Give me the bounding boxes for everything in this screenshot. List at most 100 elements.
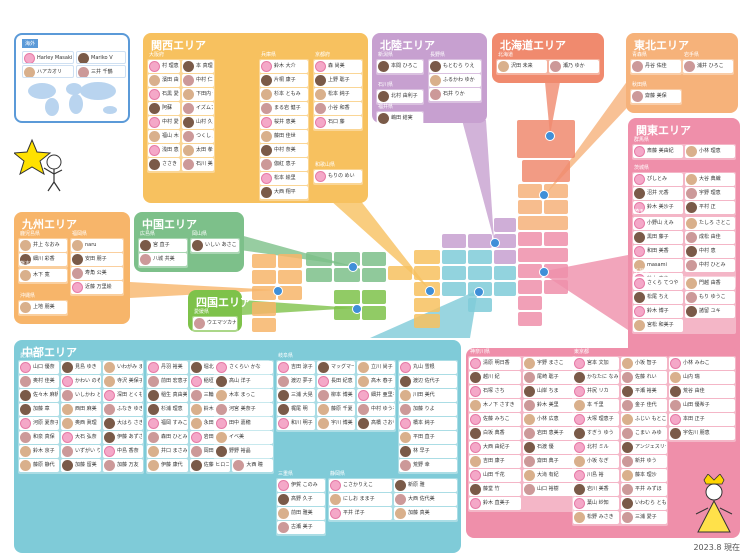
member-card[interactable]: 古瀬 美子 (277, 521, 325, 534)
member-card[interactable]: ささき さよ (148, 158, 180, 171)
member-card[interactable]: 小野山 えみ (633, 217, 683, 230)
member-card[interactable]: 佐藤 ヒロコ (189, 459, 231, 472)
member-card[interactable]: 松尾 ちえ (633, 291, 683, 304)
member-card[interactable]: 小坂 なぎ (573, 455, 619, 468)
member-card[interactable]: 桜井 恵美 (260, 116, 308, 129)
member-card[interactable]: 藤原 千夏 (317, 403, 355, 416)
member-card[interactable]: 深田 とくも (103, 389, 143, 402)
member-card[interactable]: 高木 春子 (357, 375, 395, 388)
member-card[interactable]: 岩田 恵美子 (523, 427, 575, 440)
member-card[interactable]: 木下 寛 (19, 269, 67, 282)
member-card[interactable]: 平村 正 (685, 201, 735, 214)
member-card[interactable]: 伊賀 このみ (277, 479, 325, 492)
member-card[interactable]: 宮本 文加 (573, 357, 619, 370)
member-card[interactable]: 松本 純子 (314, 88, 362, 101)
member-card[interactable]: 安田 朋子 (71, 253, 123, 266)
member-card[interactable]: たしろ さとこ (685, 217, 735, 230)
member-card[interactable]: かなたに なみ (573, 371, 619, 384)
member-card[interactable]: 木ノ下 さすき (469, 399, 521, 412)
member-card[interactable]: 平井 みずほ (621, 483, 667, 496)
member-card[interactable]: 藤本 理沙 (621, 469, 667, 482)
member-card[interactable]: 宇野 まさこ (523, 357, 575, 370)
member-card[interactable]: ふなき ゆき (103, 403, 143, 416)
member-card[interactable]: 山口 優奈 (19, 361, 59, 374)
member-card[interactable]: 鈴木 美里 (523, 399, 575, 412)
member-card[interactable]: 柳本 博美 (317, 389, 355, 402)
member-card[interactable]: 梶尾 明 (277, 403, 315, 416)
member-card[interactable]: 清原 明日香 (469, 357, 521, 370)
member-card[interactable]: 北村 ミル (573, 441, 619, 454)
member-card[interactable]: 宇野 理恵 (685, 187, 735, 200)
member-card[interactable]: Mariko V (76, 51, 126, 64)
member-card[interactable]: 山内 瑞 (669, 371, 735, 384)
member-card[interactable]: ふるかわ ゆか (429, 74, 481, 87)
member-card[interactable]: もりの めい (314, 170, 362, 183)
member-card[interactable]: 寿角 公美 (71, 267, 123, 280)
member-card[interactable]: 加藤 章 (19, 403, 59, 416)
member-card[interactable]: まる岩 健子 (260, 102, 308, 115)
member-card[interactable]: 奥西 眞理 (61, 417, 101, 430)
member-card[interactable]: 三浦 愛子 (621, 511, 667, 524)
member-card[interactable]: 荒谷 由佳 (669, 385, 735, 398)
member-card[interactable]: 福岡 すみこ (147, 417, 188, 430)
member-card[interactable]: 藤堂 竹 (469, 483, 521, 496)
member-card[interactable]: 加藤 留美 (61, 459, 101, 472)
member-card[interactable]: 岩川 美香 (573, 483, 619, 496)
member-card[interactable]: 大塚 理恵子 (573, 413, 619, 426)
member-card[interactable]: masami (633, 259, 683, 272)
member-card[interactable]: 宮 直子 (139, 239, 187, 252)
member-card[interactable]: 白坂 典香 (469, 427, 521, 440)
member-card[interactable]: 本 真理子 (182, 60, 214, 73)
member-card[interactable]: 上野 聡子 (314, 74, 362, 87)
member-card[interactable]: 大滝 有紀 (523, 469, 575, 482)
member-card[interactable]: 石井 りか (429, 88, 481, 101)
member-card[interactable]: 山田 優希子 (669, 399, 735, 412)
member-card[interactable]: 村 理恵 (148, 60, 180, 73)
member-card[interactable]: 木本 まっこ (215, 389, 269, 402)
member-card[interactable]: アンジェスリー (621, 441, 667, 454)
member-card[interactable]: 小林 みわこ (669, 357, 735, 370)
member-card[interactable]: さくらい かな (215, 361, 269, 374)
member-card[interactable]: 齋田 典子 (523, 455, 575, 468)
member-card[interactable]: 奥村 佳美 (19, 375, 59, 388)
member-card[interactable]: 杉本 ともみ (260, 88, 308, 101)
member-card[interactable]: 高山 洋子 (215, 375, 269, 388)
member-card[interactable]: 尾崎 聡子 (523, 371, 575, 384)
member-card[interactable]: 吉田 康子 (469, 455, 521, 468)
member-card[interactable]: 下田内 優子 (182, 88, 214, 101)
member-card[interactable]: ウエマツカナミ (193, 317, 237, 330)
member-card[interactable]: 河宮 美奈子 (215, 403, 269, 416)
member-card[interactable]: 前田 宏恵子 (147, 375, 188, 388)
member-card[interactable]: 河原 夏奈子 (19, 417, 59, 430)
member-card[interactable]: 高野 久子 (277, 493, 325, 506)
member-card[interactable]: さくら てつや (633, 277, 683, 290)
member-card[interactable]: 黒田 藤子 (633, 231, 683, 244)
member-card[interactable]: 藤田 佳世 (260, 130, 308, 143)
member-card[interactable]: 渡辺 夢子 (277, 375, 315, 388)
member-card[interactable]: 稲生 真由美 (147, 389, 188, 402)
member-card[interactable]: 石川 美和子 (182, 158, 214, 171)
member-card[interactable]: いしい あさこ (191, 239, 239, 252)
member-card[interactable]: 前田 雅美 (277, 507, 325, 520)
member-card[interactable]: 石塚 さち (469, 385, 521, 398)
member-card[interactable]: 渡辺 佐代子 (399, 375, 457, 388)
member-card[interactable]: 北村 由利子 (377, 90, 423, 103)
member-card[interactable]: 三井 千鶴 (76, 65, 126, 78)
member-card[interactable]: 鈴木 美沙子 (633, 201, 683, 214)
member-card[interactable]: 大西 翔平 (260, 186, 308, 199)
member-card[interactable]: 石黒 愛華 (148, 88, 180, 101)
member-card[interactable]: 本 千里 (573, 399, 619, 412)
member-card[interactable]: 立川 尚子 (357, 361, 395, 374)
member-card[interactable]: 本田 正子 (669, 413, 735, 426)
member-card[interactable]: 林 早子 (399, 445, 457, 458)
member-card[interactable]: 中村 仁 (182, 74, 214, 87)
member-card[interactable]: 井上 なおみ (19, 239, 67, 252)
member-card[interactable]: 山口 裕樹 (523, 483, 575, 496)
member-card[interactable]: 藤原 静代 (19, 459, 59, 472)
member-card[interactable]: 葉山 紗知 (573, 497, 619, 510)
member-card[interactable]: 中村 ゆう子 (357, 403, 395, 416)
member-card[interactable]: イズムアイ (182, 102, 214, 115)
member-card[interactable]: 本間 ひろこ (377, 60, 423, 73)
member-card[interactable]: 高橋 さおり (357, 417, 395, 430)
member-card[interactable]: 鈴木 京子 (19, 445, 59, 458)
